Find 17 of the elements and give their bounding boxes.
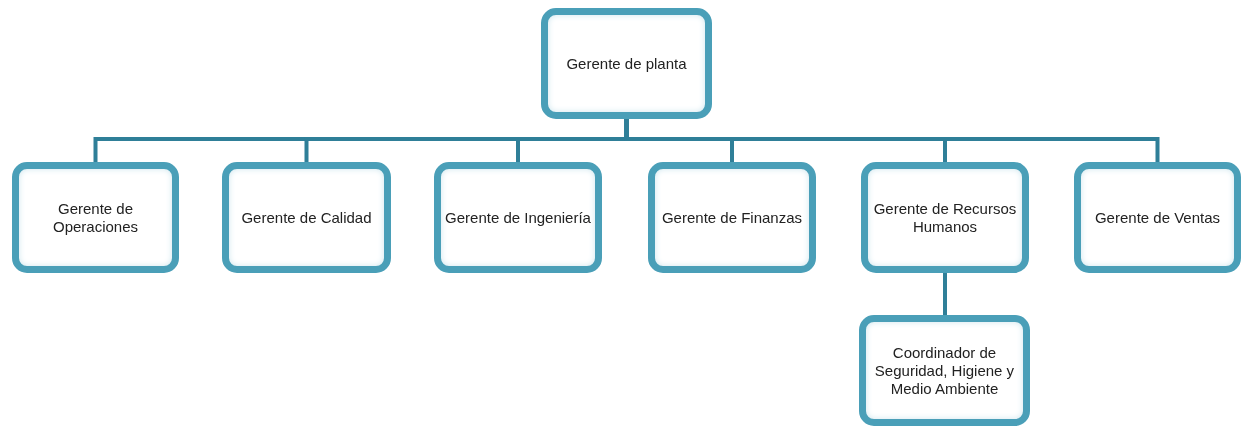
- box-label: Gerente de Recursos Humanos: [872, 199, 1018, 236]
- org-chart-box: [859, 315, 1030, 426]
- box-label: Coordinador de Seguridad, Higiene y Medio Ambiente: [873, 343, 1016, 398]
- box-label: Gerente de Finanzas: [661, 208, 803, 227]
- box-label: Gerente de Operaciones: [51, 199, 140, 236]
- box-label: Gerente de Ingeniería: [445, 208, 591, 227]
- org-chart-box: [861, 162, 1029, 273]
- org-chart-box: [222, 162, 391, 273]
- connector-line: [943, 273, 947, 315]
- box-label: Gerente de planta: [566, 54, 687, 73]
- org-chart-box: [1074, 162, 1241, 273]
- org-chart-box: [434, 162, 602, 273]
- box-label: Gerente de Ventas: [1094, 208, 1221, 227]
- org-chart-box: [648, 162, 816, 273]
- box-label: Gerente de Calidad: [241, 208, 372, 227]
- org-chart-box: [541, 8, 712, 119]
- org-chart-box: [12, 162, 179, 273]
